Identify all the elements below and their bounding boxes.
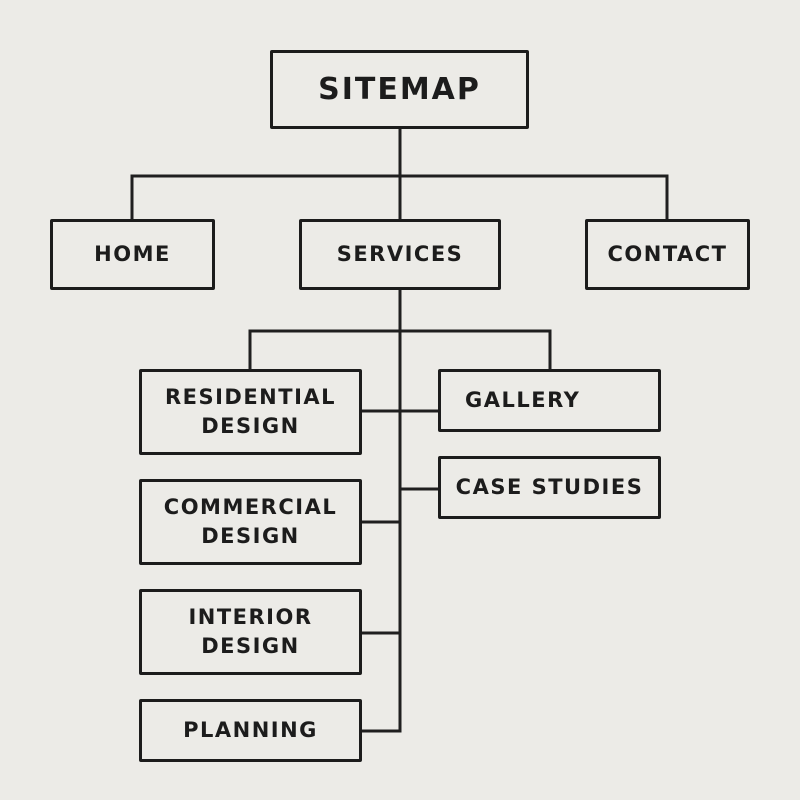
node-services: SERVICES xyxy=(299,219,501,290)
node-residential-design: RESIDENTIAL DESIGN xyxy=(139,369,362,455)
node-case-studies: CASE STUDIES xyxy=(438,456,661,519)
node-commercial-design: COMMERCIAL DESIGN xyxy=(139,479,362,565)
node-gallery: GALLERY xyxy=(438,369,661,432)
node-contact: CONTACT xyxy=(585,219,750,290)
node-home: HOME xyxy=(50,219,215,290)
node-planning: PLANNING xyxy=(139,699,362,762)
node-sitemap: SITEMAP xyxy=(270,50,529,129)
node-interior-design: INTERIOR DESIGN xyxy=(139,589,362,675)
